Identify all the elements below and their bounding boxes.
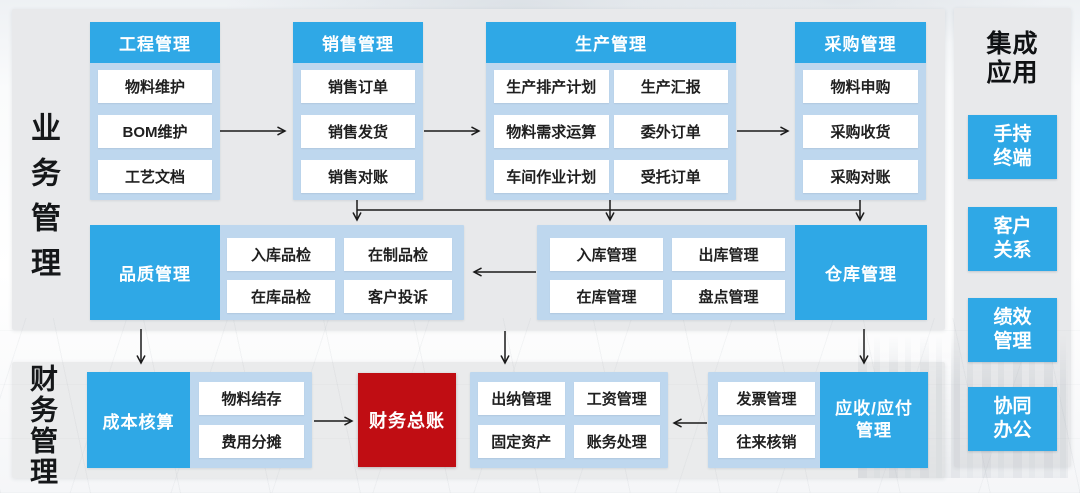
purchasing-items: 物料申购 采购收货 采购对账 [803,70,918,193]
production-item: 委外订单 [613,115,728,148]
cost-accounting-module: 成本核算 物料结存 费用分摊 [87,372,312,468]
engineering-item: 物料维护 [98,70,212,103]
business-section-label: 业务管理 [26,112,59,292]
warehouse-items: 入库管理 出库管理 在库管理 盘点管理 [550,238,785,314]
purchasing-header: 采购管理 [795,22,926,63]
warehouse-item: 入库管理 [550,238,663,271]
quality-title: 品质管理 [90,225,220,320]
cost-item: 物料结存 [199,382,304,415]
quality-item: 在库品检 [227,280,335,313]
warehouse-item: 盘点管理 [672,280,785,313]
payables-items: 发票管理 往来核销 [718,382,815,458]
engineering-item: BOM维护 [98,115,212,148]
production-item: 受托订单 [613,160,728,193]
production-module: 生产管理 生产排产计划 生产汇报 物料需求运算 委外订单 车间作业计划 受托订单 [486,22,736,200]
finance-ops-item: 出纳管理 [478,382,565,415]
finance-ops-module: 出纳管理 工资管理 固定资产 账务处理 [470,372,668,468]
warehouse-title: 仓库管理 [795,225,927,320]
finance-ops-item: 账务处理 [573,425,660,458]
engineering-header: 工程管理 [90,22,220,63]
warehouse-item: 在库管理 [550,280,663,313]
quality-item: 入库品检 [227,238,335,271]
production-item: 生产汇报 [613,70,728,103]
production-item: 车间作业计划 [494,160,609,193]
sales-module: 销售管理 销售订单 销售发货 销售对账 [293,22,423,200]
payables-module: 发票管理 往来核销 应收/应付 管理 [708,372,928,468]
cost-items: 物料结存 费用分摊 [199,382,304,458]
quality-module: 品质管理 入库品检 在制品检 在库品检 客户投诉 [90,225,464,320]
integrated-app-collaboration: 协同 办公 [968,387,1057,451]
sales-item: 销售订单 [301,70,415,103]
sales-header: 销售管理 [293,22,423,63]
general-ledger-box: 财务总账 [358,373,456,467]
quality-item: 在制品检 [344,238,452,271]
engineering-item: 工艺文档 [98,160,212,193]
warehouse-module: 入库管理 出库管理 在库管理 盘点管理 仓库管理 [537,225,927,320]
purchasing-item: 物料申购 [803,70,918,103]
integrated-apps-title: 集成 应用 [986,30,1039,87]
purchasing-item: 采购对账 [803,160,918,193]
integrated-app-handheld: 手持 终端 [968,115,1057,179]
quality-items: 入库品检 在制品检 在库品检 客户投诉 [227,238,452,314]
cost-accounting-title: 成本核算 [87,372,190,468]
payables-title: 应收/应付 管理 [820,372,928,468]
production-item: 物料需求运算 [494,115,609,148]
sales-item: 销售发货 [301,115,415,148]
finance-ops-items: 出纳管理 工资管理 固定资产 账务处理 [478,382,660,458]
finance-ops-item: 固定资产 [478,425,565,458]
payables-item: 往来核销 [718,425,815,458]
engineering-module: 工程管理 物料维护 BOM维护 工艺文档 [90,22,220,200]
payables-item: 发票管理 [718,382,815,415]
purchasing-item: 采购收货 [803,115,918,148]
integrated-app-crm: 客户 关系 [968,207,1057,271]
warehouse-item: 出库管理 [672,238,785,271]
production-item: 生产排产计划 [494,70,609,103]
purchasing-module: 采购管理 物料申购 采购收货 采购对账 [795,22,926,200]
sales-item: 销售对账 [301,160,415,193]
quality-item: 客户投诉 [344,280,452,313]
sales-items: 销售订单 销售发货 销售对账 [301,70,415,193]
finance-ops-item: 工资管理 [573,382,660,415]
finance-section-label: 财务管理 [27,364,58,488]
engineering-items: 物料维护 BOM维护 工艺文档 [98,70,212,193]
cost-item: 费用分摊 [199,425,304,458]
production-items: 生产排产计划 生产汇报 物料需求运算 委外订单 车间作业计划 受托订单 [494,70,728,193]
production-header: 生产管理 [486,22,736,63]
integrated-app-performance: 绩效 管理 [968,298,1057,362]
